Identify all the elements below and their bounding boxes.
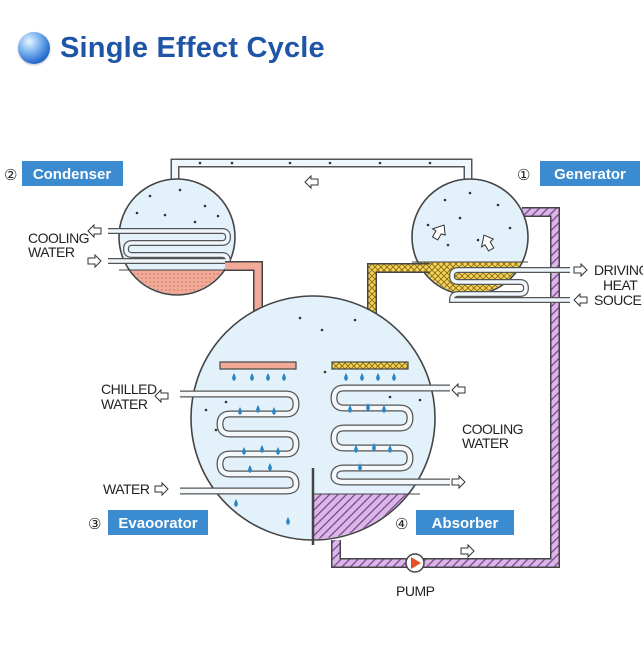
svg-text:WATER: WATER [28, 244, 75, 260]
cooling-water-condenser-label: COOLING WATER [28, 230, 90, 260]
vapour-pipe [170, 158, 473, 189]
evaporator-badge: ③ Evaoorator [88, 510, 208, 535]
cooling-water-in-arrow-icon [87, 254, 102, 268]
generator-vessel [411, 178, 570, 303]
pump-label: PUMP [396, 583, 435, 599]
evaporator-coil [180, 390, 300, 525]
condenser-label: Condenser [33, 166, 112, 183]
absorber-number: ④ [395, 516, 408, 533]
chilled-water-out-arrow-icon [154, 389, 169, 403]
chilled-water-label: CHILLED WATER [101, 381, 158, 412]
absorber-spray-tray [331, 361, 409, 381]
condenser-badge: ② Condenser [4, 161, 123, 186]
sphere-bullet-icon [18, 32, 50, 64]
absorber-cooling-in-arrow-icon [451, 383, 466, 397]
cooling-water-absorber-label: COOLING WATER [462, 421, 524, 451]
evaporator-number: ③ [88, 516, 101, 533]
svg-text:WATER: WATER [462, 435, 509, 451]
absorber-label: Absorber [432, 515, 499, 532]
generator-label: Generator [554, 166, 626, 183]
vapour-flow-arrow-icon [304, 175, 319, 189]
generator-badge: ① Generator [517, 161, 640, 186]
generator-number: ① [517, 167, 530, 184]
svg-text:CHILLED: CHILLED [101, 381, 157, 397]
pump-icon [405, 553, 425, 573]
absorber-cooling-out-arrow-icon [451, 475, 466, 489]
driving-heat-in-arrow-icon [573, 293, 588, 307]
svg-text:DRIVING: DRIVING [594, 262, 643, 278]
svg-text:COOLING: COOLING [462, 421, 523, 437]
evaporator-label: Evaoorator [118, 515, 197, 532]
absorber-badge: ④ Absorber [395, 510, 514, 535]
svg-text:WATER: WATER [101, 396, 148, 412]
page-header: Single Effect Cycle [18, 28, 325, 68]
svg-text:SOUCE: SOUCE [594, 292, 641, 308]
evaporator-spray-tray [219, 361, 297, 381]
absorbent-flow-arrow-icon [460, 544, 475, 558]
svg-text:COOLING: COOLING [28, 230, 89, 246]
absorbent-pipe [331, 207, 560, 568]
condenser-number: ② [4, 167, 17, 184]
water-in-label: WATER [103, 481, 150, 497]
condenser-vessel [108, 178, 236, 296]
water-in-arrow-icon [154, 482, 169, 496]
absorber-coil [204, 316, 450, 486]
svg-text:HEAT: HEAT [603, 277, 638, 293]
cooling-water-out-arrow-icon [87, 224, 102, 238]
driving-heat-label: DRIVING HEAT SOUCE [594, 262, 643, 308]
page-title: Single Effect Cycle [60, 31, 325, 64]
driving-heat-out-arrow-icon [573, 263, 588, 277]
